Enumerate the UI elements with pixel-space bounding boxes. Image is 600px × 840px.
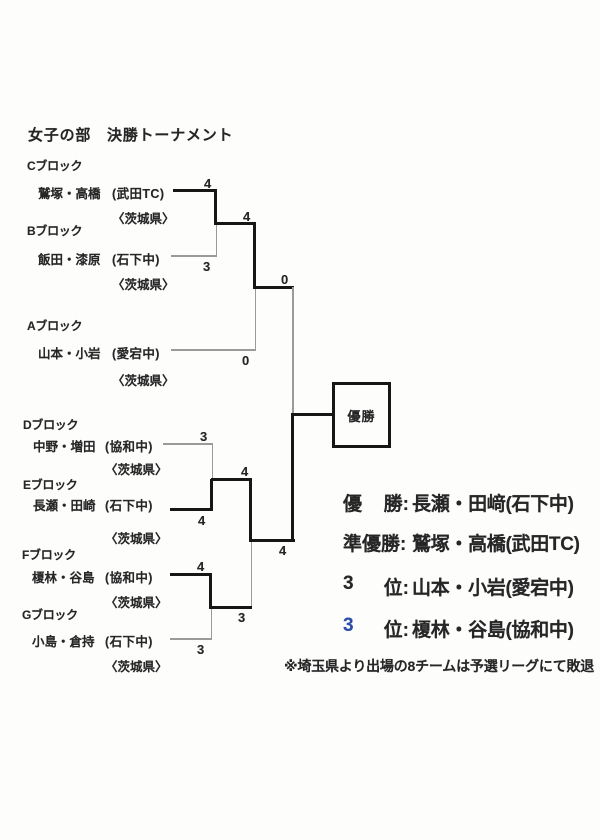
team-name-e: 長瀬・田崎 — [33, 499, 96, 513]
result-rank: 3 位: — [343, 573, 409, 600]
result-rank: 3 位: — [343, 615, 409, 642]
block-label-f: Fブロック — [22, 548, 76, 562]
bracket-line-team-f — [170, 573, 212, 576]
bracket-line-bottom-finalist — [250, 539, 295, 542]
prefecture-a: 〈茨城県〉 — [112, 374, 175, 388]
club-name-c: (武田TC) — [112, 187, 165, 201]
result-rank: 準優勝: — [343, 529, 409, 556]
bracket-join-semi1-upper — [253, 222, 256, 289]
bracket-join-semi2-lower — [250, 540, 252, 608]
prefecture-e: 〈茨城県〉 — [105, 532, 168, 546]
score-semifinal-de: 4 — [241, 464, 249, 479]
bracket-join-final-lower — [291, 413, 294, 539]
score-f: 4 — [197, 559, 205, 574]
prefecture-g: 〈茨城県〉 — [105, 660, 168, 674]
score-b: 3 — [203, 259, 211, 274]
champion-box: 優勝 — [332, 382, 391, 448]
bracket-join-de-lower — [210, 479, 213, 511]
score-semifinal-fg: 3 — [238, 610, 246, 625]
club-name-f: (協和中) — [105, 571, 153, 585]
block-label-e: Eブロック — [23, 478, 78, 492]
score-final-top: 0 — [281, 272, 289, 287]
score-semifinal-top: 4 — [243, 209, 251, 224]
club-name-b: (石下中) — [112, 253, 160, 267]
score-final-bottom: 4 — [279, 543, 287, 558]
champion-box-label: 優勝 — [347, 408, 376, 424]
club-name-e: (石下中) — [105, 499, 153, 513]
club-name-a: (愛宕中) — [112, 347, 160, 361]
result-team: 山本・小岩(愛宕中) — [412, 578, 574, 599]
result-rank: 優 勝: — [343, 489, 409, 516]
team-name-d: 中野・増田 — [33, 440, 96, 454]
bracket-line-team-a — [171, 349, 256, 351]
result-rank-text: 3 — [343, 573, 354, 594]
result-row-third-1: 3 位: 山本・小岩(愛宕中) — [343, 573, 574, 600]
result-rank-text: 勝: — [383, 494, 409, 515]
bracket-line-cb-winner — [216, 222, 256, 225]
bracket-line-team-g — [170, 638, 212, 640]
prefecture-f: 〈茨城県〉 — [105, 596, 168, 610]
result-rank-digit-blue: 3 — [343, 615, 354, 636]
result-row-winner: 優 勝: 長瀬・田﨑(石下中) — [343, 489, 574, 516]
bracket-line-team-e — [170, 508, 213, 511]
bracket-line-top-finalist — [255, 286, 294, 289]
bracket-line-team-b — [171, 255, 217, 257]
bracket-join-cb-upper — [214, 189, 217, 225]
score-d: 3 — [200, 429, 208, 444]
block-label-a: Aブロック — [27, 319, 83, 333]
result-rank-text: 準優勝: — [343, 534, 407, 555]
score-a: 0 — [242, 353, 250, 368]
score-e: 4 — [198, 513, 206, 528]
score-c: 4 — [204, 176, 212, 191]
bracket-line-de-winner — [211, 478, 252, 481]
result-rank-text: 優 — [343, 494, 363, 515]
bracket-line-team-d — [163, 443, 213, 445]
result-rank-text: 位: — [383, 620, 409, 641]
result-rank-text: 位: — [383, 578, 409, 599]
club-name-d: (協和中) — [105, 440, 153, 454]
prefecture-c: 〈茨城県〉 — [112, 212, 175, 226]
club-name-g: (石下中) — [105, 635, 153, 649]
team-name-b: 飯田・漆原 — [38, 253, 101, 267]
result-row-third-2: 3 位: 榎林・谷島(協和中) — [343, 615, 574, 642]
result-team: 長瀬・田﨑(石下中) — [412, 494, 574, 515]
bracket-join-semi1-lower — [254, 287, 256, 350]
result-team: 鷲塚・高橋(武田TC) — [412, 534, 580, 555]
block-label-c: Cブロック — [27, 159, 83, 173]
bracket-line-champion — [292, 413, 332, 416]
bracket-join-fg-lower — [210, 607, 212, 639]
page-title: 女子の部 決勝トーナメント — [28, 127, 234, 144]
team-name-a: 山本・小岩 — [38, 347, 101, 361]
bracket-join-de-upper — [211, 443, 213, 482]
block-label-d: Dブロック — [23, 418, 79, 432]
prefecture-b: 〈茨城県〉 — [112, 278, 175, 292]
footnote: ※埼玉県より出場の8チームは予選リーグにて敗退 — [284, 658, 595, 674]
bracket-join-semi2-upper — [249, 478, 252, 542]
bracket-join-cb-lower — [215, 223, 217, 256]
prefecture-d: 〈茨城県〉 — [105, 463, 168, 477]
score-g: 3 — [197, 642, 205, 657]
result-row-runnerup: 準優勝: 鷲塚・高橋(武田TC) — [343, 529, 580, 556]
bracket-join-fg-upper — [209, 573, 212, 609]
result-team: 榎林・谷島(協和中) — [412, 620, 574, 641]
block-label-g: Gブロック — [22, 608, 78, 622]
bracket-line-fg-winner — [210, 606, 252, 609]
block-label-b: Bブロック — [27, 224, 83, 238]
bracket-join-final-upper — [292, 287, 294, 415]
team-name-g: 小島・倉持 — [32, 635, 95, 649]
team-name-c: 鷲塚・高橋 — [38, 187, 101, 201]
bracket-line-team-c — [173, 189, 217, 192]
team-name-f: 榎林・谷島 — [32, 571, 95, 585]
